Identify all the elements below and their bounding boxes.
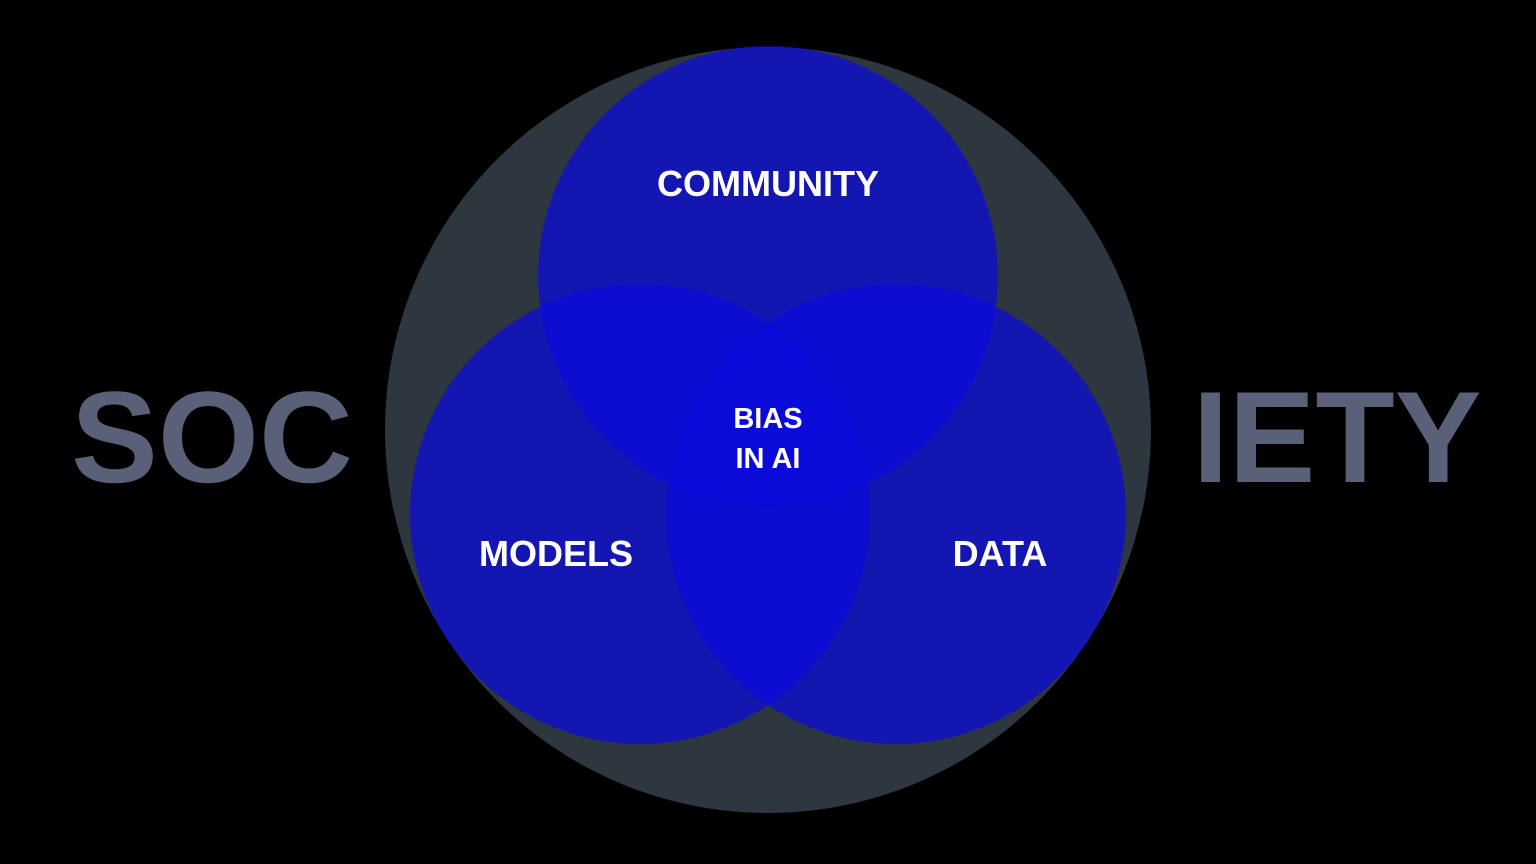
society-right-text: IETY <box>1193 364 1482 510</box>
data-circle <box>666 284 1126 744</box>
intersection-label-line1: BIAS <box>733 403 802 435</box>
data-label: DATA <box>953 533 1048 574</box>
community-label: COMMUNITY <box>657 163 879 204</box>
society-left-text: SOC <box>71 364 353 510</box>
intersection-label-line2: IN AI <box>736 443 801 475</box>
models-label: MODELS <box>479 533 633 574</box>
